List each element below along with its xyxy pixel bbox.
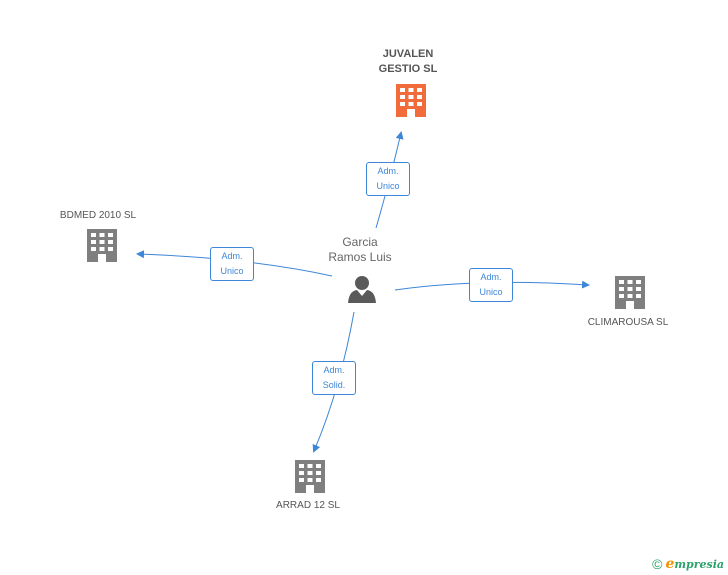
edge-label-arrad-line2: Solid. — [322, 380, 346, 390]
edge-label-climarousa-line2: Unico — [479, 287, 503, 297]
company-label-juvalen-line2: GESTIO SL — [378, 63, 438, 75]
company-label-bdmed-line1: BDMED 2010 SL — [59, 210, 137, 221]
copyright-icon: © — [652, 556, 663, 572]
company-label-arrad[interactable]: ARRAD 12 SL — [248, 499, 368, 512]
person-label-line2: Ramos Luis — [328, 250, 392, 264]
edge-label-bdmed: Adm. Unico — [210, 247, 254, 281]
company-label-climarousa-line1: CLIMAROUSA SL — [587, 317, 669, 328]
person-icon[interactable] — [348, 276, 376, 303]
edge-label-juvalen: Adm. Unico — [366, 162, 410, 196]
empresia-logo-initial: e — [665, 556, 675, 572]
company-label-climarousa[interactable]: CLIMAROUSA SL — [568, 316, 688, 329]
building-icon-climarousa[interactable] — [615, 276, 645, 309]
building-icon-bdmed[interactable] — [87, 229, 117, 262]
building-icon-juvalen[interactable] — [396, 84, 426, 117]
empresia-credit[interactable]: © empresia — [652, 556, 724, 572]
edge-label-bdmed-line1: Adm. — [221, 251, 243, 261]
edge-label-climarousa-line1: Adm. — [480, 272, 502, 282]
edge-label-climarousa: Adm. Unico — [469, 268, 513, 302]
building-icon-arrad[interactable] — [295, 460, 325, 493]
person-label[interactable]: Garcia Ramos Luis — [310, 235, 410, 265]
edge-label-juvalen-line2: Unico — [376, 181, 400, 191]
person-label-line1: Garcia — [342, 235, 378, 249]
empresia-logo: empresia — [665, 556, 724, 572]
edge-label-arrad: Adm. Solid. — [312, 361, 356, 395]
company-label-arrad-line1: ARRAD 12 SL — [276, 500, 340, 511]
company-label-bdmed[interactable]: BDMED 2010 SL — [38, 209, 158, 222]
empresia-logo-rest: mpresia — [674, 558, 724, 571]
edge-label-juvalen-line1: Adm. — [377, 166, 399, 176]
edge-label-arrad-line1: Adm. — [323, 365, 345, 375]
company-label-juvalen[interactable]: JUVALEN GESTIO SL — [358, 47, 458, 77]
company-label-juvalen-line1: JUVALEN — [382, 48, 434, 60]
edge-label-bdmed-line2: Unico — [220, 266, 244, 276]
